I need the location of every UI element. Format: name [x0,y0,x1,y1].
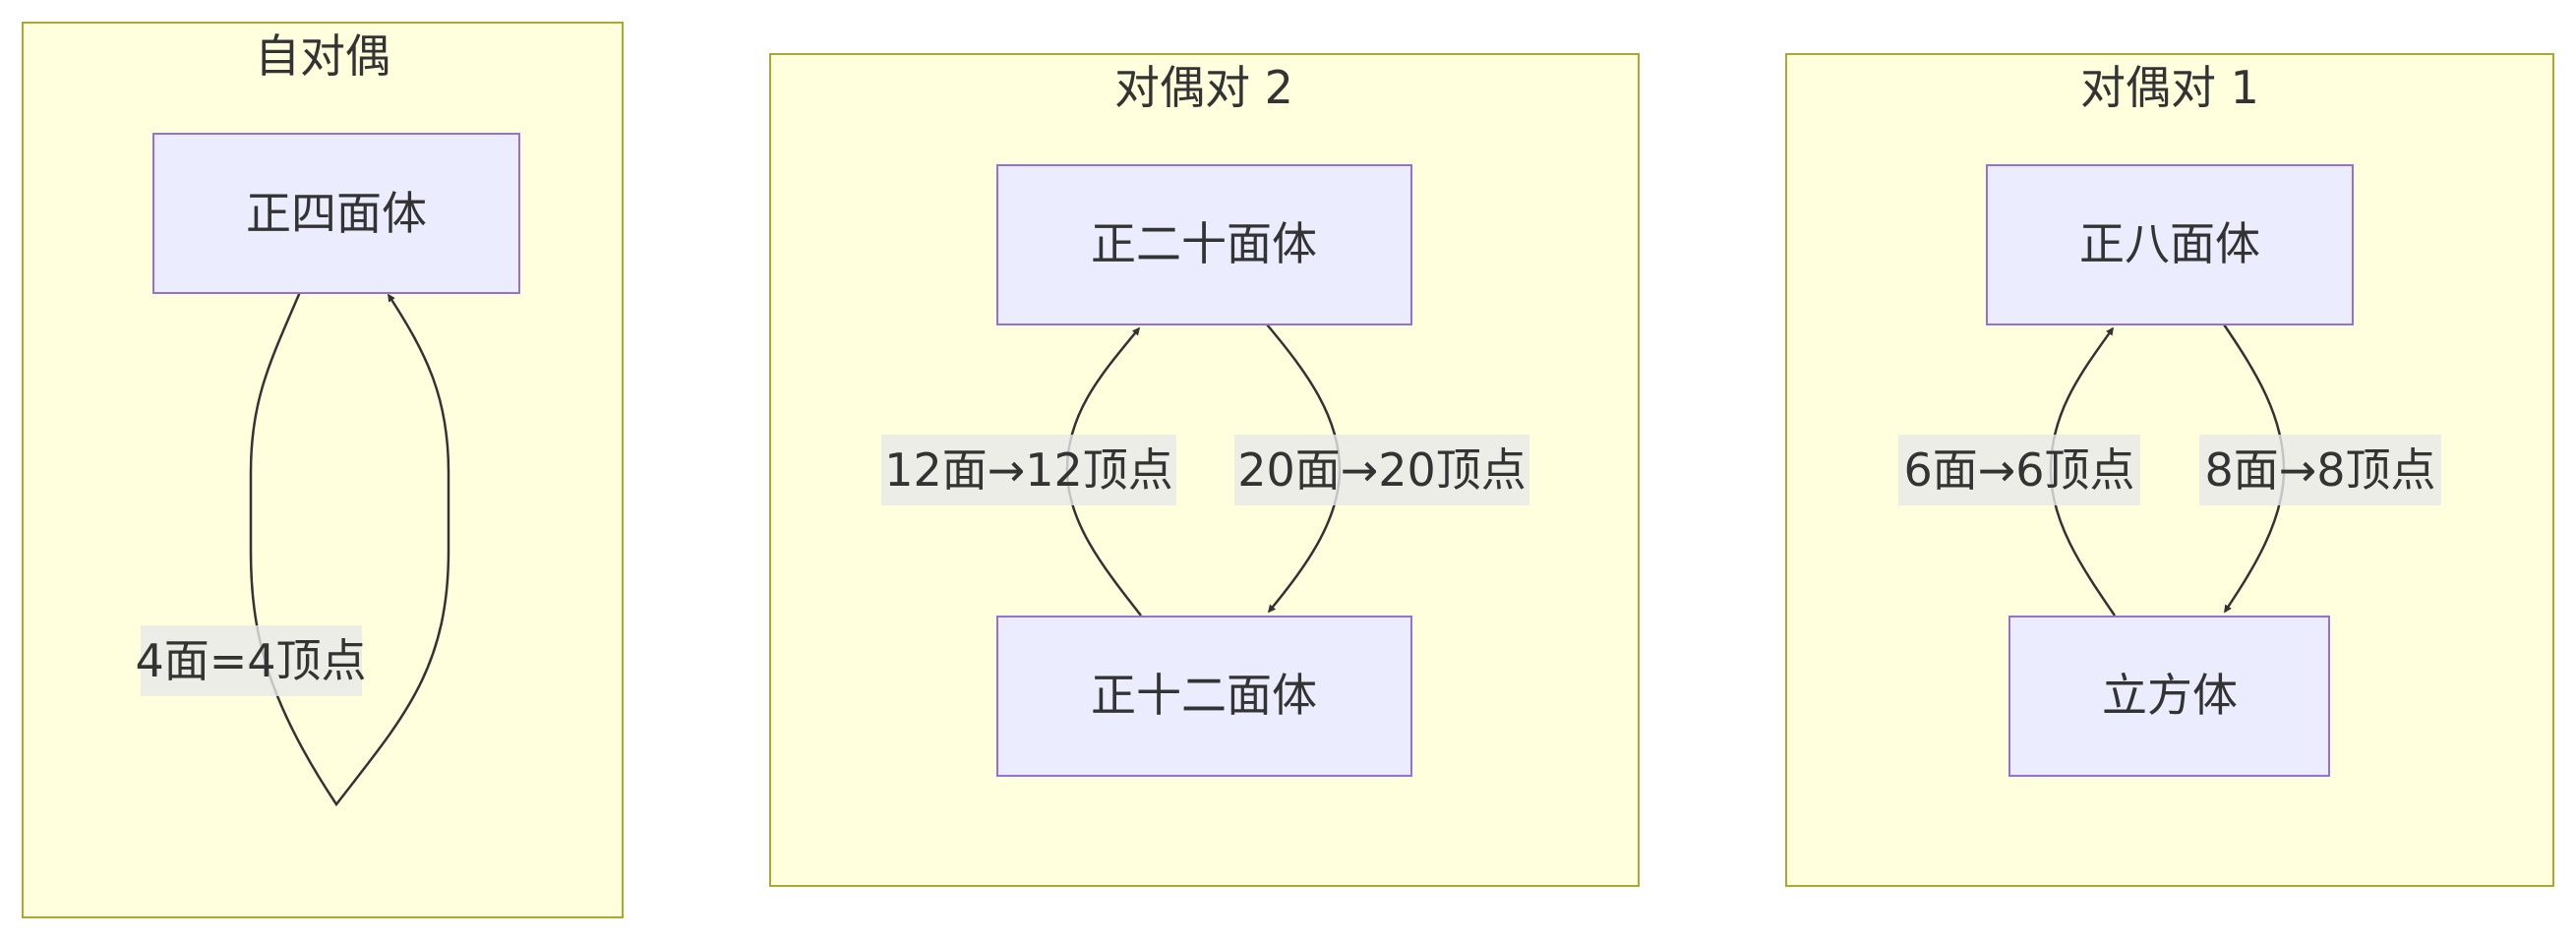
node-icosahedron-box[interactable] [996,164,1412,325]
edge-label-text: 12面→12顶点 [884,443,1173,497]
edge-label-cube-to-octahedron: 6面→6顶点 [1898,435,2140,505]
node-dodecahedron-box[interactable] [996,616,1412,777]
cluster-pair-2-title: 对偶对 2 [1114,61,1293,114]
cluster-self-dual-title: 自对偶 [255,29,390,83]
edge-label-bg [141,625,362,696]
edge-tetrahedron-self-loop [249,291,450,807]
edge-label-icosahedron-to-dodecahedron: 20面→20顶点 [1234,435,1529,505]
edge-label-text: 6面→6顶点 [1903,443,2134,497]
edge-label-bg [1898,435,2140,505]
node-tetrahedron-box[interactable] [152,133,520,294]
node-octahedron[interactable]: 正八面体 [1986,164,2354,325]
edge-label-bg [2199,435,2441,505]
node-tetrahedron-label: 正四面体 [246,187,427,240]
cluster-pair-1-title: 对偶对 1 [2080,61,2259,114]
edge-label-bg [881,435,1176,505]
node-dodecahedron[interactable]: 正十二面体 [996,616,1412,777]
edge-label-tetrahedron-self: 4面=4顶点 [135,625,367,696]
node-icosahedron-label: 正二十面体 [1091,217,1317,270]
node-octahedron-label: 正八面体 [2079,217,2260,270]
node-cube-label: 立方体 [2102,669,2238,722]
edge-label-text: 4面=4顶点 [135,634,366,687]
node-octahedron-box[interactable] [1986,164,2354,325]
edge-label-text: 20面→20顶点 [1237,443,1527,497]
edge-label-text: 8面→8顶点 [2204,443,2435,497]
node-dodecahedron-label: 正十二面体 [1091,669,1317,722]
node-icosahedron[interactable]: 正二十面体 [996,164,1412,325]
node-tetrahedron[interactable]: 正四面体 [152,133,520,294]
node-cube[interactable]: 立方体 [2008,616,2330,777]
edge-label-octahedron-to-cube: 8面→8顶点 [2199,435,2441,505]
edge-label-bg [1234,435,1529,505]
node-cube-box[interactable] [2008,616,2330,777]
edge-label-dodecahedron-to-icosahedron: 12面→12顶点 [881,435,1176,505]
